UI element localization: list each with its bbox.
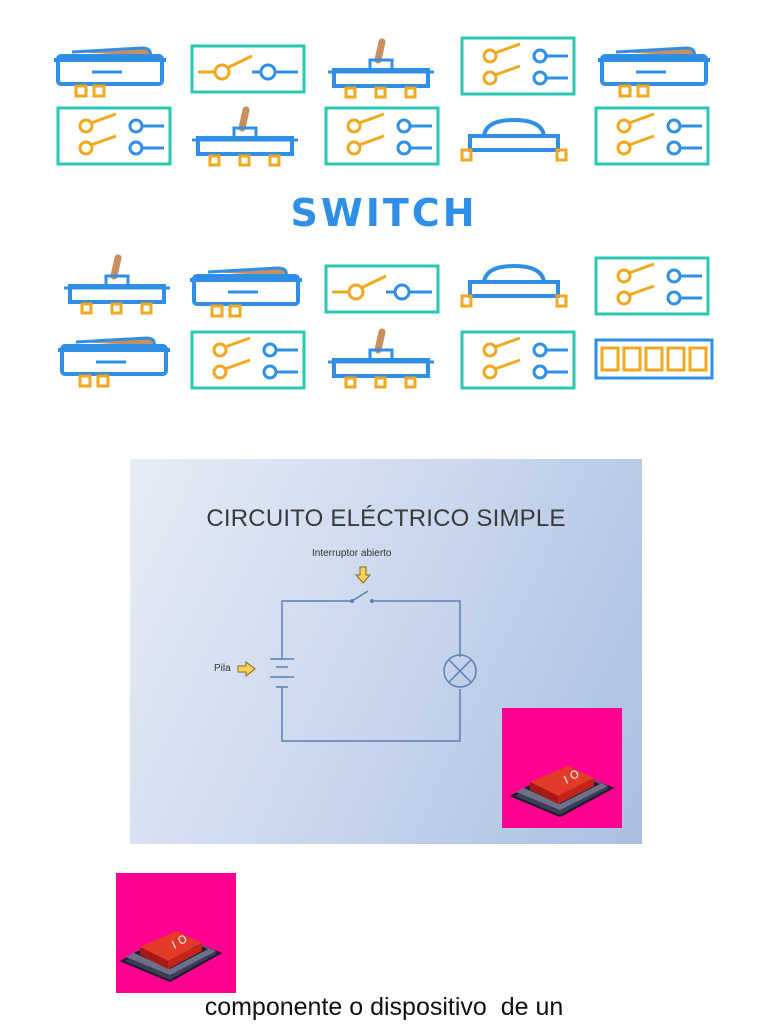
switch-icon-collage	[52, 34, 716, 394]
battery-arrow-icon	[237, 660, 256, 678]
rocker-switch-icon: I O	[119, 931, 223, 983]
rocker-on-symbol: I	[562, 774, 570, 787]
battery-label: Pila	[214, 663, 231, 674]
switch-label: Interruptor abierto	[312, 548, 392, 559]
slide-title: CIRCUITO ELÉCTRICO SIMPLE	[206, 505, 566, 532]
rocker-switch-image: I O	[502, 708, 622, 828]
circuit-diagram	[237, 566, 477, 742]
rocker-on-symbol: I	[170, 939, 178, 952]
switch-title: SWITCH	[290, 191, 478, 235]
circuit-slide: CIRCUITO ELÉCTRICO SIMPLE In	[130, 459, 642, 844]
rocker-switch-icon: I O	[509, 766, 615, 818]
rocker-switch-image-2: I O	[116, 873, 236, 993]
switch-arrow-icon	[354, 566, 372, 584]
caption-text: componente o dispositivo de un	[204, 993, 564, 1021]
